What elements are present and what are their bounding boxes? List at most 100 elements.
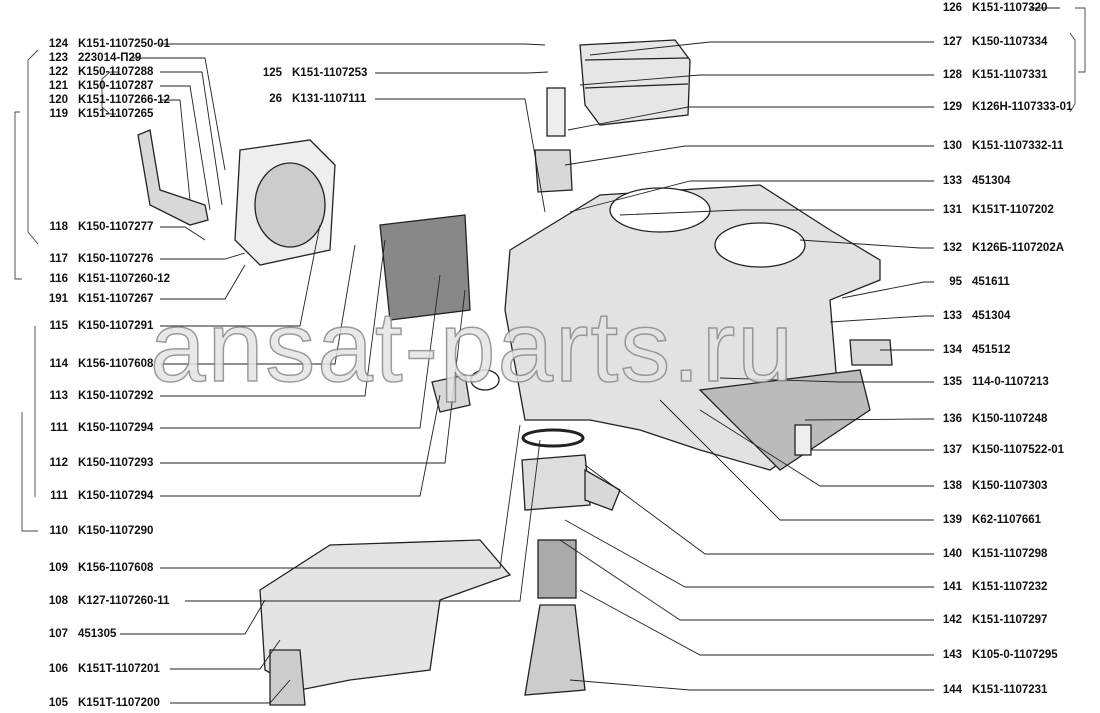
part-number: 108 bbox=[48, 595, 68, 607]
leader-line bbox=[375, 71, 549, 74]
part-number: 140 bbox=[942, 548, 962, 560]
part-code: 451611 bbox=[972, 276, 1010, 288]
part-code: K131-1107111 bbox=[292, 93, 367, 105]
part-number: 115 bbox=[49, 320, 68, 332]
part-code: K150-1107294 bbox=[78, 422, 154, 434]
leader-line bbox=[160, 239, 386, 397]
part-number: 118 bbox=[49, 221, 68, 233]
part-callout-114: 114 K156-1107608 bbox=[49, 357, 154, 371]
part-code: K151-1107260-12 bbox=[78, 273, 171, 285]
part-number: 134 bbox=[942, 344, 962, 356]
part-callout-129: 129 K126H-1107333-01 bbox=[943, 100, 1073, 114]
part-number: 136 bbox=[942, 413, 962, 425]
part-code: K150-1107293 bbox=[78, 457, 154, 469]
part-number: 130 bbox=[942, 140, 962, 152]
part-code: K151-1107232 bbox=[972, 581, 1048, 593]
leader-line bbox=[564, 145, 934, 166]
leader-line bbox=[841, 281, 934, 299]
leader-line bbox=[569, 679, 934, 691]
part-code: K151-1107265 bbox=[78, 108, 154, 120]
part-number: 128 bbox=[942, 69, 962, 81]
leader-line bbox=[160, 71, 223, 206]
leader-line bbox=[160, 43, 546, 46]
part-callout-132: 132 K126Б-1107202A bbox=[943, 241, 1065, 255]
leader-line bbox=[160, 226, 206, 241]
part-code: K150-1107522-01 bbox=[972, 444, 1065, 456]
leader-line bbox=[185, 439, 541, 602]
leader-line bbox=[170, 679, 291, 704]
leader-lines bbox=[120, 7, 1060, 704]
part-number: 139 bbox=[942, 514, 962, 526]
leader-line bbox=[160, 244, 356, 365]
part-code: 223014-П29 bbox=[78, 52, 142, 64]
part-code: K151-1107267 bbox=[78, 293, 154, 305]
part-code: K150-1107292 bbox=[78, 390, 154, 402]
leader-line bbox=[799, 239, 934, 249]
part-code: K156-1107608 bbox=[78, 358, 154, 370]
part-code: K126H-1107333-01 bbox=[972, 101, 1073, 113]
part-code: K151-1107298 bbox=[972, 548, 1048, 560]
part-number: 126 bbox=[942, 2, 962, 14]
leader-line bbox=[579, 589, 934, 656]
part-code: K151T-1107200 bbox=[78, 697, 160, 709]
leader-line bbox=[829, 315, 934, 323]
part-callout-191: 191 K151-1107267 bbox=[49, 292, 154, 306]
part-number: 122 bbox=[48, 66, 68, 78]
part-number: 144 bbox=[942, 684, 962, 696]
part-number: 191 bbox=[48, 293, 68, 305]
leader-line bbox=[160, 85, 211, 211]
part-code: 451512 bbox=[972, 344, 1011, 356]
leader-line bbox=[132, 57, 226, 171]
part-number: 125 bbox=[262, 67, 282, 79]
leader-line bbox=[160, 264, 246, 300]
part-number: 111 bbox=[50, 490, 68, 502]
leader-line bbox=[160, 394, 441, 497]
part-number: 132 bbox=[942, 242, 962, 254]
part-number: 133 bbox=[942, 310, 962, 322]
part-code: K151-1107320 bbox=[972, 2, 1048, 14]
leader-line bbox=[719, 377, 934, 383]
part-number: 123 bbox=[48, 52, 68, 64]
leader-line bbox=[569, 180, 934, 213]
part-callout-95: 95 451611 bbox=[949, 275, 1010, 289]
leader-line bbox=[584, 464, 934, 555]
part-number: 114 bbox=[49, 358, 68, 370]
leader-line bbox=[567, 106, 934, 131]
part-number: 26 bbox=[269, 93, 282, 105]
part-number: 111 bbox=[50, 422, 68, 434]
part-code: K150-1107288 bbox=[78, 66, 154, 78]
part-number: 143 bbox=[942, 649, 962, 661]
leader-line bbox=[619, 209, 934, 216]
part-number: 133 bbox=[942, 175, 962, 187]
leader-line bbox=[699, 409, 934, 487]
part-number: 110 bbox=[49, 525, 68, 537]
part-number: 107 bbox=[48, 628, 68, 640]
part-code: K151T-1107202 bbox=[972, 204, 1054, 216]
part-number: 135 bbox=[942, 376, 962, 388]
part-number: 129 bbox=[942, 101, 962, 113]
part-number: 95 bbox=[949, 276, 962, 288]
part-code: K126Б-1107202A bbox=[972, 242, 1065, 254]
part-number: 127 bbox=[942, 36, 962, 48]
leader-line bbox=[120, 599, 266, 635]
part-code: K156-1107608 bbox=[78, 562, 154, 574]
part-code: K150-1107287 bbox=[78, 80, 154, 92]
part-code: K151-1107231 bbox=[972, 684, 1048, 696]
